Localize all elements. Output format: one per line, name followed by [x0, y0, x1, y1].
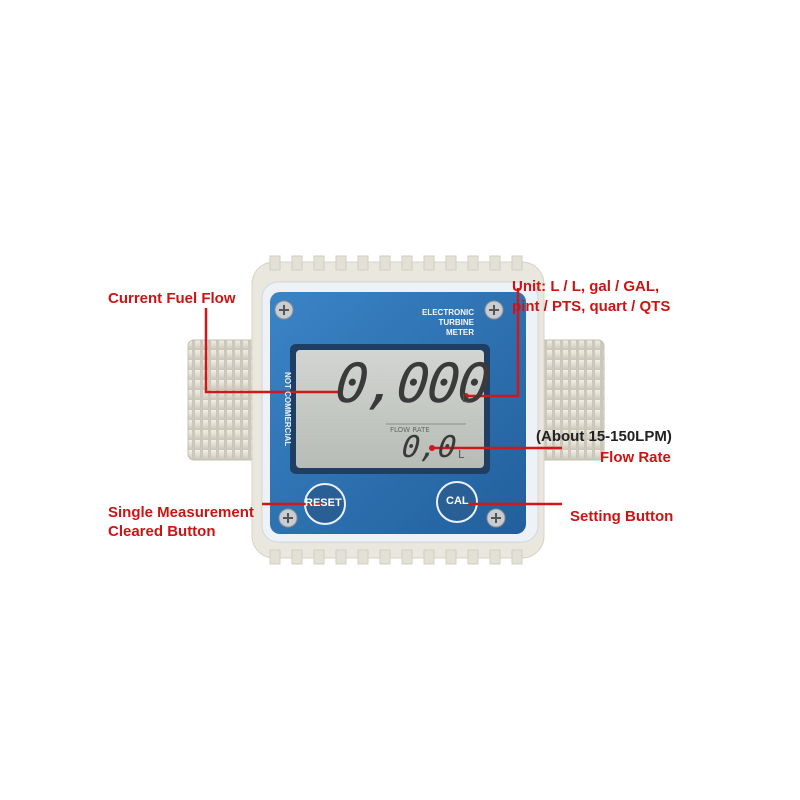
reset-button-label: RESET — [305, 497, 342, 509]
brand-label: ELECTRONIC TURBINE METER — [394, 308, 474, 338]
flow-rate-unit: L — [458, 448, 465, 461]
line-current-fuel-flow — [204, 308, 342, 394]
callout-dot — [463, 393, 469, 399]
callout-reset-line-2: Cleared Button — [108, 523, 216, 540]
flow-rate-reading: 0,0 — [400, 430, 459, 465]
side-text: NOT COMMERCIAL — [283, 372, 292, 447]
brand-line-1: ELECTRONIC — [422, 308, 474, 317]
callout-current-fuel-flow: Current Fuel Flow — [108, 290, 236, 307]
total-volume-reading: 0,000 — [332, 352, 492, 415]
brand-line-2: TURBINE — [438, 318, 474, 327]
flow-rate-caption: FLOW RATE — [390, 426, 430, 434]
cal-button-graphic — [436, 481, 478, 523]
screw-icon — [484, 300, 504, 320]
screw-icon — [274, 300, 294, 320]
callout-unit-line-2: pint / PTS, quart / QTS — [512, 298, 671, 315]
callout-about-range: (About 15-150LPM) — [536, 428, 672, 445]
total-unit: L — [462, 392, 469, 405]
line-unit — [466, 288, 520, 398]
callout-lines — [204, 288, 562, 506]
lcd-screen — [296, 350, 484, 468]
callout-setting-button: Setting Button — [570, 508, 674, 525]
cal-button-label: CAL — [446, 495, 469, 507]
screw-icon — [486, 508, 506, 528]
brand-line-3: METER — [446, 328, 474, 337]
callout-reset-line-1: Single Measurement — [108, 504, 254, 521]
callout-flow-rate: Flow Rate — [600, 449, 671, 466]
callout-unit-line-1: Unit: L / L, gal / GAL, — [512, 278, 660, 295]
screw-icon — [278, 508, 298, 528]
callout-dot — [429, 445, 435, 451]
